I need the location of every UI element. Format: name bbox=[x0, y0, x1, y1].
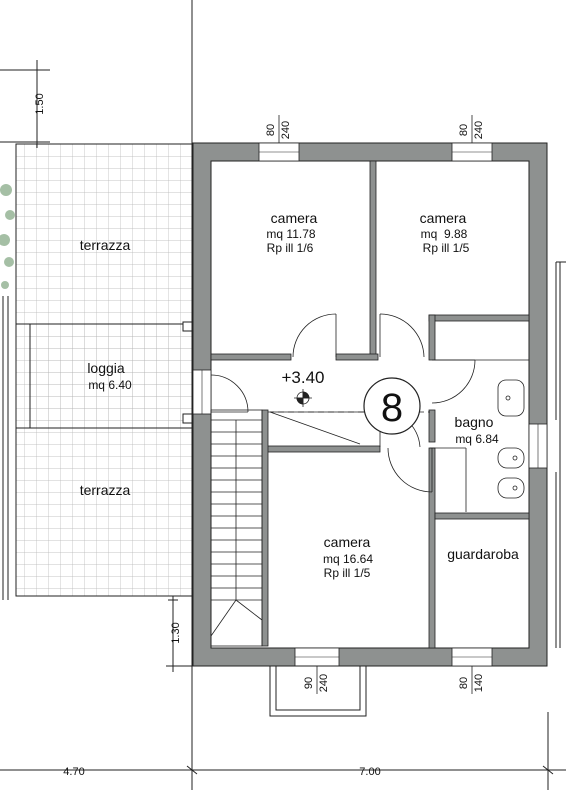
terrace-area bbox=[2, 143, 193, 600]
room-name: camera bbox=[324, 534, 371, 550]
room-area: mq 9.88 bbox=[421, 227, 468, 241]
window-bottom-right-height: 140 bbox=[473, 674, 485, 692]
room-terrace-bottom: terrazza bbox=[80, 482, 131, 498]
room-name: loggia bbox=[87, 360, 125, 376]
window-top-right-width: 80 bbox=[458, 124, 470, 136]
room-ratio: Rp ill 1/5 bbox=[324, 566, 371, 580]
window-top-left-width: 80 bbox=[265, 124, 277, 136]
window-top-left-height: 240 bbox=[280, 121, 292, 139]
dim-right-width: 7.00 bbox=[359, 766, 380, 778]
dim-bottom-offset: 1.30 bbox=[170, 622, 182, 643]
bath-fixtures bbox=[435, 359, 529, 499]
level-marker-icon bbox=[294, 389, 312, 407]
room-area: mq 11.78 bbox=[266, 227, 315, 241]
room-area: mq 6.40 bbox=[88, 378, 132, 392]
unit-number: 8 bbox=[381, 386, 403, 430]
floor-level: +3.40 bbox=[281, 368, 324, 387]
ledge bbox=[269, 665, 367, 717]
room-camera-3: camera mq 16.64 Rp ill 1/5 bbox=[323, 534, 373, 580]
room-ratio: Rp ill 1/5 bbox=[423, 241, 470, 255]
room-ratio: Rp ill 1/6 bbox=[267, 241, 314, 255]
window-bottom-left-height: 240 bbox=[318, 674, 330, 692]
room-bagno: bagno mq 6.84 bbox=[455, 414, 499, 446]
adjacent-structure bbox=[555, 261, 566, 648]
room-name: camera bbox=[271, 210, 318, 226]
room-name: bagno bbox=[455, 414, 494, 430]
room-name: camera bbox=[420, 210, 467, 226]
room-guardaroba: guardaroba bbox=[447, 546, 519, 562]
room-name: terrazza bbox=[80, 482, 131, 498]
window-bottom-right-width: 80 bbox=[458, 677, 470, 689]
plant-icon bbox=[0, 184, 15, 289]
staircase bbox=[210, 409, 380, 647]
room-name: guardaroba bbox=[447, 546, 519, 562]
walls bbox=[192, 142, 548, 667]
room-area: mq 6.84 bbox=[455, 432, 499, 446]
room-camera-2: camera mq 9.88 Rp ill 1/5 bbox=[420, 210, 470, 255]
room-area: mq 16.64 bbox=[323, 552, 373, 566]
room-name: terrazza bbox=[80, 237, 131, 253]
room-loggia: loggia mq 6.40 bbox=[87, 360, 132, 392]
window-bottom-left-width: 90 bbox=[303, 677, 315, 689]
window-top-right-height: 240 bbox=[473, 121, 485, 139]
room-terrace-top: terrazza bbox=[80, 237, 131, 253]
dim-top-offset: 1.50 bbox=[34, 93, 46, 114]
dim-left-width: 4.70 bbox=[63, 766, 84, 778]
unit-circle bbox=[363, 377, 421, 435]
room-camera-1: camera mq 11.78 Rp ill 1/6 bbox=[266, 210, 317, 255]
